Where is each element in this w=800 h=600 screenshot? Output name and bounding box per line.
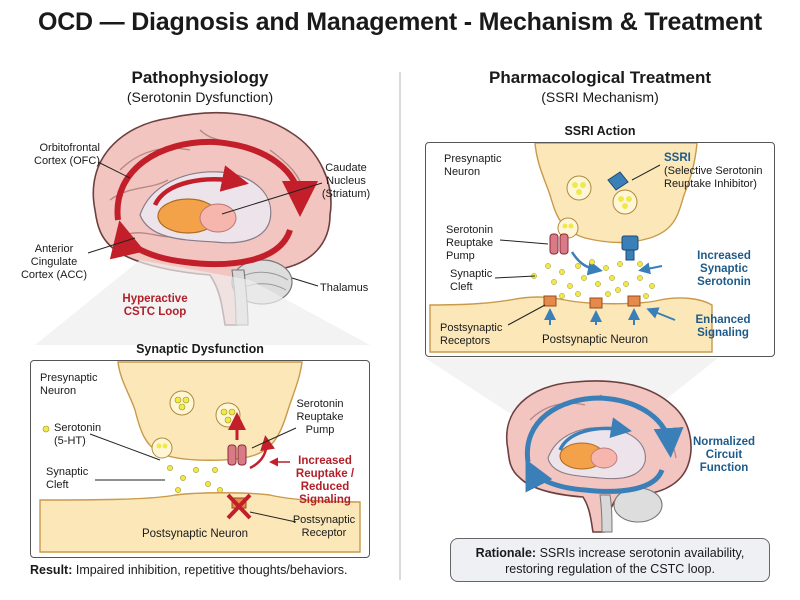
caudate-label: Caudate Nucleus (Striatum) xyxy=(321,162,371,200)
serotonin-legend-dot xyxy=(42,425,50,433)
ofc-label: Orbitofrontal Cortex (OFC) xyxy=(34,142,100,167)
synaptic-dysfunction-title: Synaptic Dysfunction xyxy=(136,342,264,356)
acc-label: Anterior Cingulate Cortex (ACC) xyxy=(20,243,87,281)
result-text: Result: Impaired inhibition, repetitive … xyxy=(30,563,348,577)
reuptake-pump-label-left: Serotonin Reuptake Pump xyxy=(296,398,344,436)
synaptic-cleft-label-left: Synaptic Cleft xyxy=(46,466,89,491)
thalamus-label: Thalamus xyxy=(320,282,369,294)
cstc-loop-label: Hyperactive CSTC Loop xyxy=(122,293,188,318)
increased-reuptake-label: Increased Reuptake / Reduced Signaling xyxy=(295,455,355,506)
left-brain xyxy=(92,111,332,326)
zoom-funnel-left xyxy=(35,260,370,345)
ofc-leader xyxy=(97,161,131,179)
reuptake-pump-label-right: Serotonin Reuptake Pump xyxy=(446,224,494,262)
postsynaptic-neuron-label-right: Postsynaptic Neuron xyxy=(541,334,649,346)
postsynaptic-receptor-label: Postsynaptic Receptor xyxy=(292,514,356,539)
right-brain xyxy=(505,380,692,533)
synaptic-dysfunction-panel xyxy=(30,360,370,558)
ssri-action-title: SSRI Action xyxy=(564,124,636,138)
left-section-subtitle: (Serotonin Dysfunction) xyxy=(126,89,274,105)
right-section-subtitle: (SSRI Mechanism) xyxy=(541,89,659,105)
presynaptic-label-left: Presynaptic Neuron xyxy=(40,372,98,397)
ssri-label: SSRI (Selective Serotonin Reuptake Inhib… xyxy=(664,152,763,190)
normalized-function-label: Normalized Circuit Function xyxy=(693,436,755,474)
enhanced-signaling-label: Enhanced Signaling xyxy=(695,314,751,339)
synapse-right-graphics xyxy=(429,142,713,353)
synapse-left-graphics xyxy=(39,361,361,553)
serotonin-label: Serotonin (5-HT) xyxy=(54,422,102,447)
ssri-action-panel xyxy=(425,142,775,357)
increased-serotonin-label: Increased Synaptic Serotonin xyxy=(697,250,751,288)
page-title: OCD — Diagnosis and Management - Mechani… xyxy=(37,8,763,36)
postsynaptic-neuron-label-left: Postsynaptic Neuron xyxy=(141,528,249,540)
synaptic-cleft-label-right: Synaptic Cleft xyxy=(450,268,493,293)
acc-leader xyxy=(87,237,136,254)
postsynaptic-receptors-label: Postsynaptic Receptors xyxy=(440,322,503,347)
caudate-leader xyxy=(221,182,323,215)
left-section-title: Pathophysiology xyxy=(131,68,269,87)
thalamus-leader xyxy=(291,277,319,287)
presynaptic-label-right: Presynaptic Neuron xyxy=(444,153,502,178)
rationale-box: Rationale: SSRIs increase serotonin avai… xyxy=(450,538,770,582)
right-section-title: Pharmacological Treatment xyxy=(488,68,712,87)
